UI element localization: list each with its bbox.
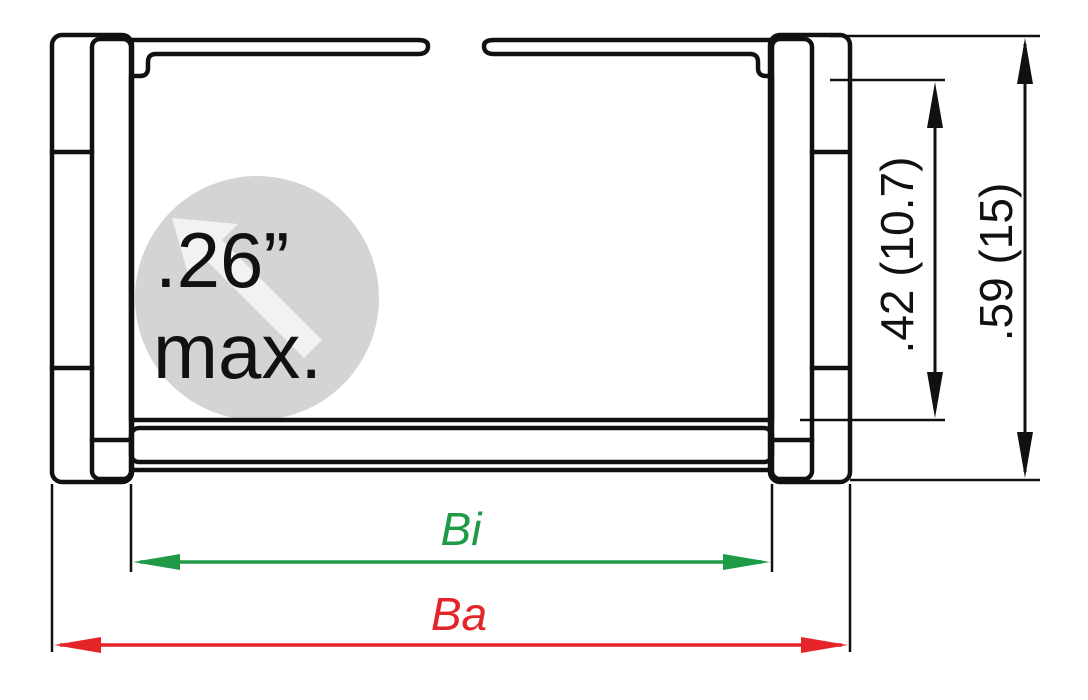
max-size-badge: .26” max.	[135, 176, 379, 420]
outer-height-arrow-up-icon	[1017, 38, 1033, 84]
outer-height-label: .59 (15)	[970, 183, 1022, 342]
bottom-crossbar	[128, 425, 775, 465]
right-side-plate-inner	[769, 36, 815, 482]
top-crossbar-right	[481, 37, 772, 79]
left-side-plate-inner	[89, 36, 134, 482]
outer-width-arrow-left-icon	[54, 637, 101, 653]
badge-arrow-icon	[172, 218, 322, 358]
top-crossbar-left	[131, 37, 431, 79]
inner-width-arrow-left-icon	[133, 554, 180, 570]
right-notch	[812, 149, 848, 371]
inner-height-arrow-up-icon	[927, 82, 943, 128]
outer-height-arrow-down-icon	[1017, 432, 1033, 478]
outer-width-dimension: Ba	[54, 588, 848, 653]
inner-height-label: .42 (10.7)	[871, 157, 923, 354]
outer-width-label: Ba	[431, 588, 487, 640]
badge-line2: max.	[153, 307, 322, 395]
inner-opening	[128, 76, 775, 423]
outer-width-arrow-right-icon	[801, 637, 848, 653]
chain-link-outline	[49, 32, 853, 485]
horizontal-extension-lines	[50, 484, 852, 652]
inner-width-label: Bi	[441, 503, 484, 555]
inner-height-dimension: .42 (10.7)	[871, 82, 943, 418]
inner-height-arrow-down-icon	[927, 372, 943, 418]
vertical-extension-lines	[800, 34, 1040, 482]
left-notch	[54, 149, 92, 371]
outer-height-dimension: .59 (15)	[970, 38, 1033, 478]
badge-line1: .26”	[155, 216, 289, 304]
inner-width-dimension: Bi	[133, 503, 770, 570]
inner-width-arrow-right-icon	[723, 554, 770, 570]
